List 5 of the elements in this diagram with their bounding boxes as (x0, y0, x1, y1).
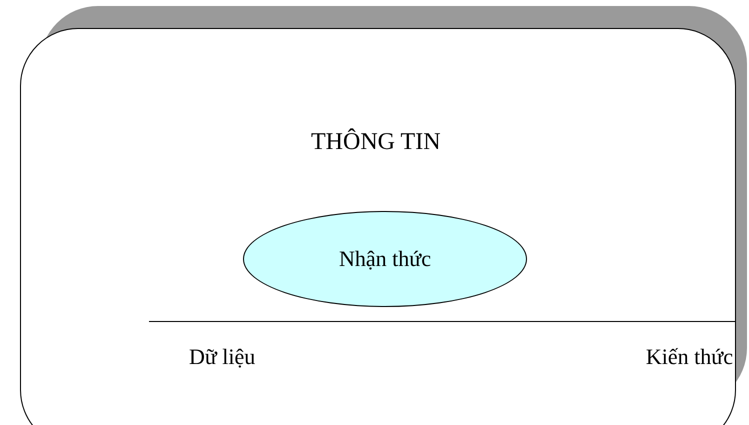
ellipse-label: Nhận thức (339, 246, 431, 272)
axis-label: Dữ liệu (189, 344, 256, 370)
rounded-panel (20, 28, 736, 425)
axis-label: Kiến thức (646, 344, 733, 370)
panel-heading: THÔNG TIN (311, 129, 441, 156)
